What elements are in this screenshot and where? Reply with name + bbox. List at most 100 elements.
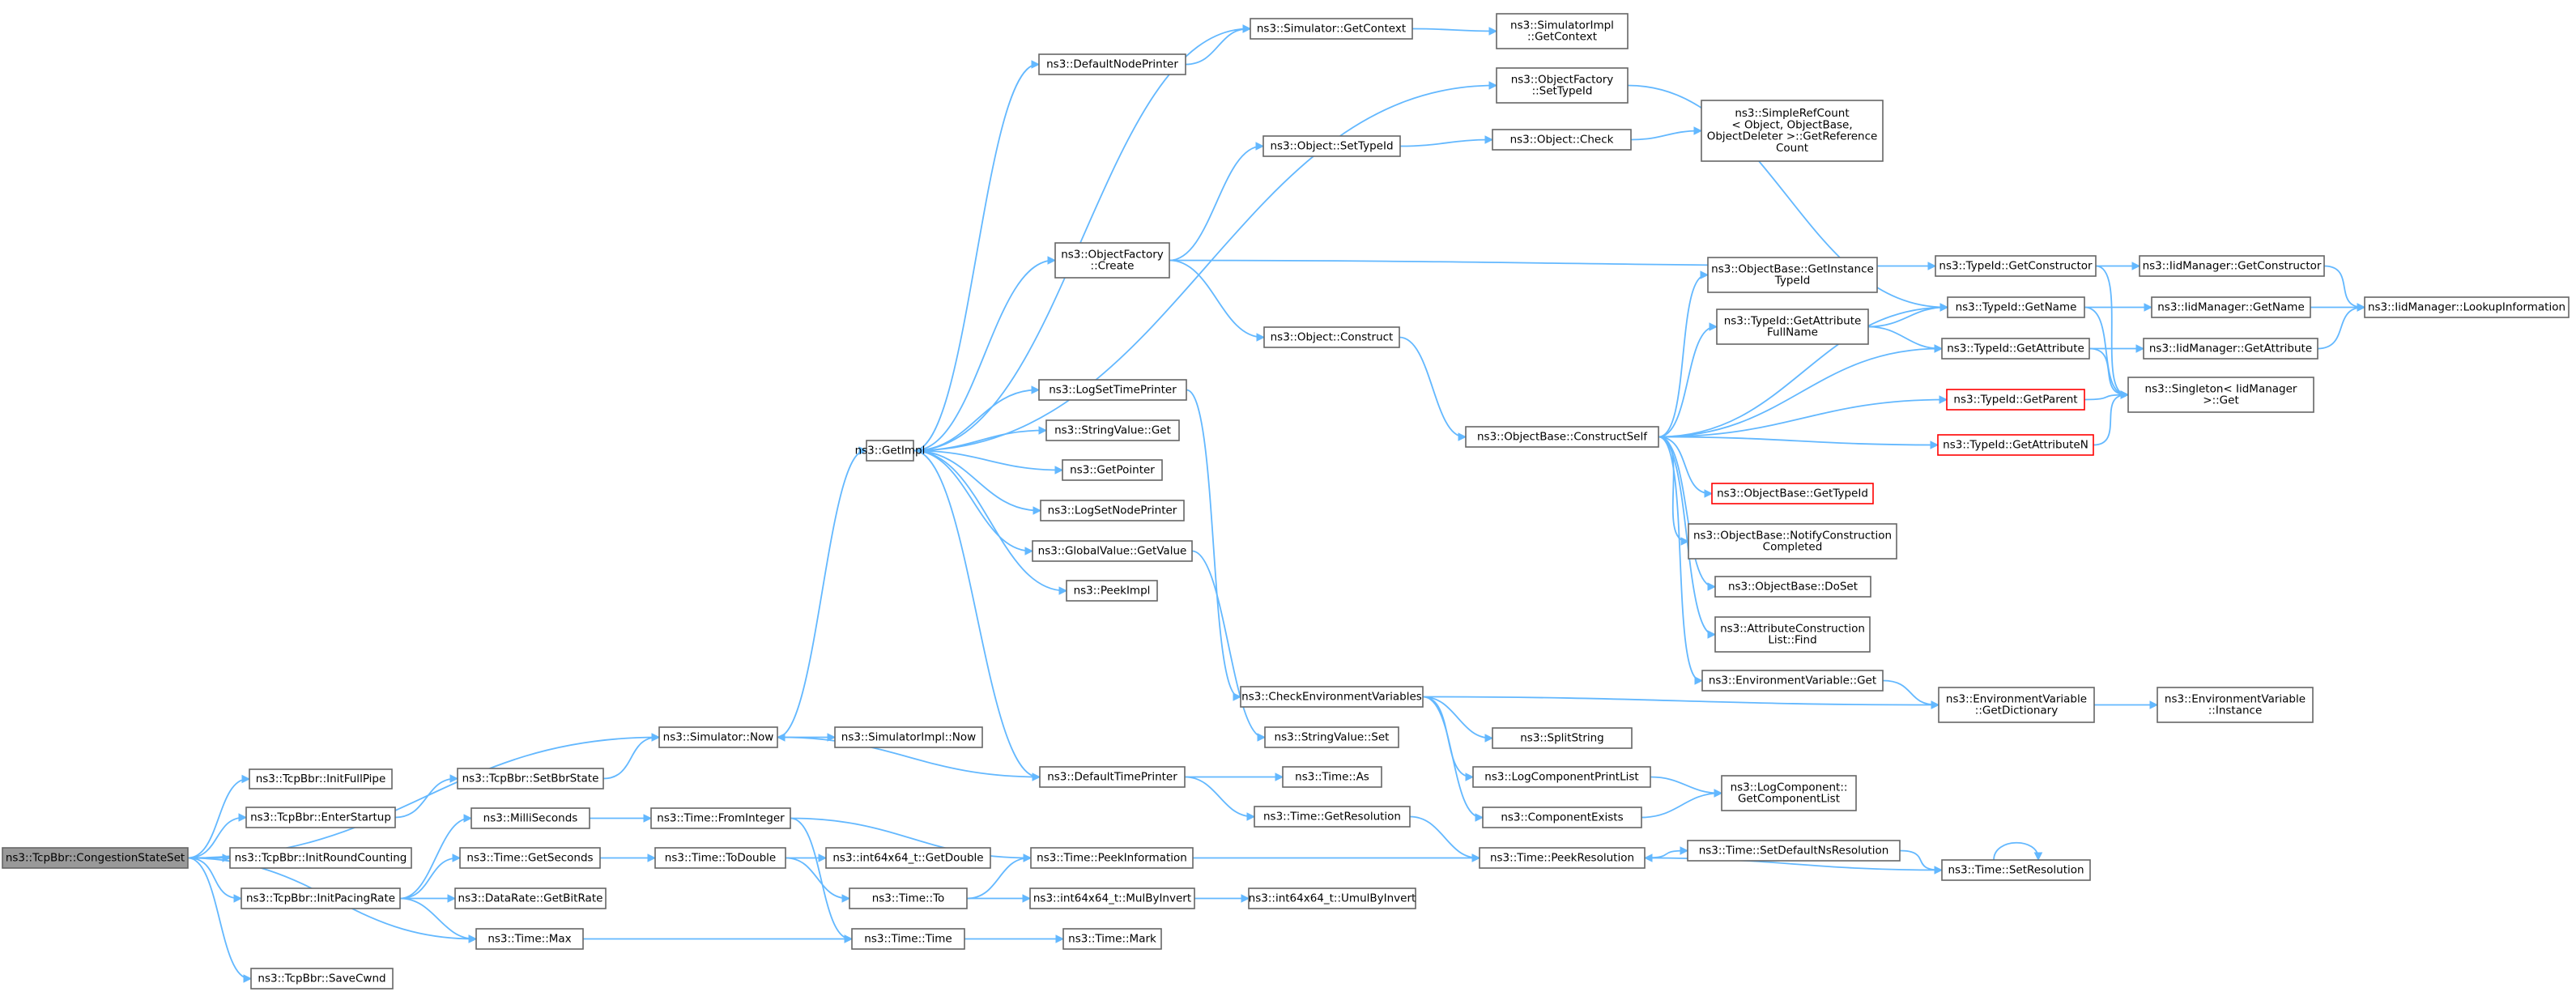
edge-milli-to-from-integer [590,814,653,823]
node-log-comp-print-list[interactable]: ns3::LogComponentPrintList [1472,766,1651,788]
node-string-value-get[interactable]: ns3::StringValue::Get [1045,419,1180,441]
node-iid-lookup[interactable]: ns3::IidManager::LookupInformation [2364,296,2570,318]
edge-root-to-init-full-pipe [187,774,251,859]
node-simple-ref[interactable]: ns3::SimpleRefCount< Object, ObjectBase,… [1701,100,1884,162]
node-set-default-ns-res[interactable]: ns3::Time::SetDefaultNsResolution [1687,840,1901,862]
node-from-integer[interactable]: ns3::Time::FromInteger [650,807,791,829]
node-label: ns3::LogSetNodePrinter [1048,504,1177,517]
node-umul-by-invert[interactable]: ns3::int64x64_t::UmulByInvert [1248,887,1416,909]
node-iid-get-constructor[interactable]: ns3::IidManager::GetConstructor [2139,255,2325,277]
node-time-max[interactable]: ns3::Time::Max [475,928,584,950]
node-set-bbr-state[interactable]: ns3::TcpBbr::SetBbrState [457,768,604,790]
edge-init-pacing-to-get-bit-rate [400,894,457,903]
node-sim-impl-now[interactable]: ns3::SimulatorImpl::Now [834,726,983,748]
edge-tid-get-constructor-to-singleton-get [2095,265,2130,399]
node-env-get[interactable]: ns3::EnvironmentVariable::Get [1701,670,1884,692]
node-log-set-node-printer[interactable]: ns3::LogSetNodePrinter [1040,500,1185,521]
node-init-round[interactable]: ns3::TcpBbr::InitRoundCounting [229,847,412,869]
node-box [650,807,791,829]
node-time-to[interactable]: ns3::Time::To [849,887,968,909]
node-tid-get-name[interactable]: ns3::TypeId::GetName [1947,296,2085,318]
node-i64get-double[interactable]: ns3::int64x64_t::GetDouble [825,847,991,869]
node-peek-info[interactable]: ns3::Time::PeekInformation [1030,847,1194,869]
edge-time-max-to-time-time [583,934,854,943]
node-enter-startup[interactable]: ns3::TcpBbr::EnterStartup [245,807,396,828]
node-time-as[interactable]: ns3::Time::As [1282,766,1382,788]
node-ob-notify[interactable]: ns3::ObjectBase::NotifyConstructionCompl… [1688,523,1897,560]
node-box [241,887,401,909]
node-milli[interactable]: ns3::MilliSeconds [470,807,590,829]
node-peek-resolution[interactable]: ns3::Time::PeekResolution [1479,847,1646,869]
node-label: ns3::GetPointer [1070,464,1155,477]
node-box [457,768,604,790]
node-env-instance[interactable]: ns3::EnvironmentVariable::Instance [2157,687,2314,723]
node-sim-now[interactable]: ns3::Simulator::Now [658,726,778,748]
node-box [1472,766,1651,788]
node-tid-get-parent[interactable]: ns3::TypeId::GetParent [1946,389,2085,411]
node-label: ns3::TcpBbr::InitFullPipe [256,773,386,785]
node-label: ns3::Time::Time [864,933,952,946]
node-obj-construct[interactable]: ns3::Object::Construct [1263,326,1400,348]
node-label: List::Find [1768,634,1816,647]
node-global-value-get[interactable]: ns3::GlobalValue::GetValue [1032,540,1193,562]
node-get-pointer[interactable]: ns3::GetPointer [1062,459,1163,481]
node-label: ns3::IidManager::GetName [2157,301,2305,314]
node-box [1492,129,1632,151]
node-ob-do-set[interactable]: ns3::ObjectBase::DoSet [1714,576,1871,598]
edge-env-get-dict-to-env-instance [2094,700,2159,709]
node-peek-impl[interactable]: ns3::PeekImpl [1066,580,1158,602]
node-tid-get-attribute[interactable]: ns3::TypeId::GetAttribute [1941,338,2090,360]
edge-time-get-res-to-peek-resolution [1409,815,1481,862]
node-box [1240,686,1424,708]
node-obj-check[interactable]: ns3::Object::Check [1492,129,1632,151]
node-root[interactable]: ns3::TcpBbr::CongestionStateSet [2,847,189,869]
node-get-impl[interactable]: ns3::GetImpl [855,440,926,462]
node-label: ns3::PeekImpl [1074,585,1151,598]
node-sim-get-context[interactable]: ns3::Simulator::GetContext [1250,18,1413,40]
node-string-value-set[interactable]: ns3::StringValue::Set [1264,726,1399,748]
node-split-string[interactable]: ns3::SplitString [1492,727,1633,749]
node-init-full-pipe[interactable]: ns3::TcpBbr::InitFullPipe [249,768,393,790]
node-check-env[interactable]: ns3::CheckEnvironmentVariables [1240,686,1424,708]
node-iid-get-name[interactable]: ns3::IidManager::GetName [2151,296,2311,318]
edge-to-double-to-i64get-double [786,853,828,862]
node-log-comp-get-list[interactable]: ns3::LogComponent::GetComponentList [1721,775,1857,811]
node-box [1714,616,1871,653]
node-time-mark[interactable]: ns3::Time::Mark [1062,928,1162,950]
node-box [1248,887,1416,909]
node-to-double[interactable]: ns3::Time::ToDouble [654,847,786,869]
node-sim-impl-get-context[interactable]: ns3::SimulatorImpl::GetContext [1496,13,1629,49]
edge-get-impl-to-peek-impl [913,449,1068,595]
node-layer: ns3::TcpBbr::CongestionStateSetns3::TcpB… [2,13,2570,990]
node-save-cwnd[interactable]: ns3::TcpBbr::SaveCwnd [250,968,394,990]
node-default-time-printer[interactable]: ns3::DefaultTimePrinter [1039,766,1186,788]
node-label: ns3::TcpBbr::SaveCwnd [258,973,385,985]
node-time-get-res[interactable]: ns3::Time::GetResolution [1254,806,1411,828]
node-of-set-type-id[interactable]: ns3::ObjectFactory::SetTypeId [1496,67,1629,104]
node-label: ns3::Time::GetSeconds [466,852,593,865]
node-tid-get-constructor[interactable]: ns3::TypeId::GetConstructor [1935,255,2097,277]
node-ob-get-type-id[interactable]: ns3::ObjectBase::GetTypeId [1711,483,1874,504]
node-tid-get-attribute-n[interactable]: ns3::TypeId::GetAttributeN [1937,434,2094,456]
node-label: Count [1776,142,1808,155]
node-time-time[interactable]: ns3::Time::Time [851,928,965,950]
node-obj-set-type-id[interactable]: ns3::Object::SetTypeId [1262,135,1401,157]
node-log-set-time-printer[interactable]: ns3::LogSetTimePrinter [1038,379,1187,401]
node-iid-get-attribute[interactable]: ns3::IidManager::GetAttribute [2143,338,2318,360]
node-ob-construct-self[interactable]: ns3::ObjectBase::ConstructSelf [1465,426,1659,448]
node-component-exists[interactable]: ns3::ComponentExists [1482,807,1642,828]
node-get-seconds[interactable]: ns3::Time::GetSeconds [459,847,601,869]
node-env-get-dict[interactable]: ns3::EnvironmentVariable::GetDictionary [1938,687,2095,723]
node-get-bit-rate[interactable]: ns3::DataRate::GetBitRate [454,887,607,909]
node-init-pacing[interactable]: ns3::TcpBbr::InitPacingRate [241,887,401,909]
node-singleton-get[interactable]: ns3::Singleton< IidManager>::Get [2127,377,2314,413]
node-set-resolution[interactable]: ns3::Time::SetResolution [1941,859,2091,881]
edge-init-pacing-to-get-seconds [399,853,462,900]
node-default-node-printer[interactable]: ns3::DefaultNodePrinter [1038,53,1186,75]
node-box [250,968,394,990]
node-mul-by-invert[interactable]: ns3::int64x64_t::MulByInvert [1029,887,1195,909]
node-of-create[interactable]: ns3::ObjectFactory::Create [1054,242,1170,279]
